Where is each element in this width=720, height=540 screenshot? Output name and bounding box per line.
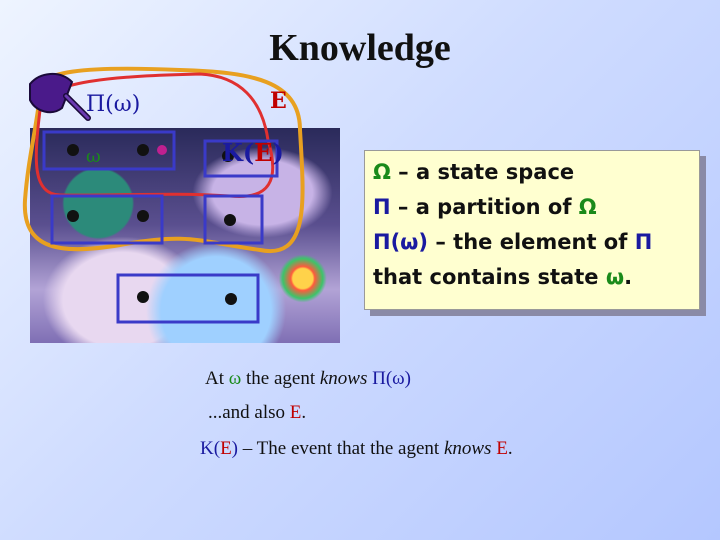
state-dot bbox=[224, 214, 236, 226]
def-omega-text: – a state space bbox=[390, 160, 575, 184]
s3-e2: E bbox=[496, 438, 508, 459]
omega-state-label: ω bbox=[86, 146, 101, 167]
state-dot bbox=[67, 144, 79, 156]
ke-k: K bbox=[222, 138, 243, 167]
s2-text: ...and also bbox=[208, 402, 290, 423]
def-omega: Ω – a state space bbox=[373, 155, 699, 190]
state-dot bbox=[137, 210, 149, 222]
pointing-hand-icon bbox=[29, 73, 91, 121]
partition-cell-2 bbox=[203, 139, 279, 178]
s3-text: – The event that the agent bbox=[238, 438, 444, 459]
state-dot-highlight bbox=[157, 145, 167, 155]
def-pi-text: – a partition of bbox=[390, 195, 579, 219]
state-dot bbox=[225, 293, 237, 305]
background-picture bbox=[30, 128, 340, 343]
pi-omega-label: Π(ω) bbox=[86, 92, 141, 117]
s3-k: K( bbox=[200, 438, 221, 459]
statement-1: At ω the agent knows Π(ω) bbox=[0, 368, 720, 390]
slide-title: Knowledge bbox=[269, 27, 451, 69]
s1-omega: ω bbox=[228, 368, 242, 389]
definitions-box: Ω – a state space Π – a partition of Ω Π… bbox=[364, 150, 700, 310]
s1-mid: the agent bbox=[241, 368, 320, 389]
state-dot bbox=[222, 150, 234, 162]
pi-symbol: Π bbox=[373, 195, 391, 219]
partition-cell-5 bbox=[116, 273, 260, 324]
s3-knows: knows bbox=[443, 438, 492, 459]
ke-open: ( bbox=[242, 138, 255, 167]
element-pi-symbol: Π bbox=[634, 230, 653, 254]
s2-e: E bbox=[289, 402, 302, 423]
def-contains-dot: . bbox=[624, 265, 633, 289]
state-dot bbox=[137, 291, 149, 303]
partition-cell-1 bbox=[42, 130, 176, 171]
ke-close: ) bbox=[272, 138, 284, 167]
def-element-text: – the element of bbox=[428, 230, 635, 254]
s2-dot: . bbox=[301, 402, 307, 423]
s3-close: ) bbox=[231, 438, 238, 459]
s3-dot: . bbox=[507, 438, 513, 459]
s1-knows: knows bbox=[319, 368, 368, 389]
knowledge-outline bbox=[34, 72, 275, 198]
state-dot bbox=[137, 144, 149, 156]
pi-omega-symbol: Ω bbox=[578, 195, 597, 219]
ke-e: E bbox=[254, 138, 273, 167]
def-pi: Π – a partition of Ω bbox=[373, 190, 699, 225]
s1-at: At bbox=[205, 368, 229, 389]
contains-omega-symbol: ω bbox=[605, 265, 625, 289]
knowledge-ke-label: K(E) bbox=[222, 138, 284, 167]
s3-e: E bbox=[220, 438, 232, 459]
def-contains: that contains state ω. bbox=[373, 260, 699, 295]
def-contains-text: that contains state bbox=[373, 265, 606, 289]
statement-3: K(E) – The event that the agent knows E. bbox=[0, 438, 720, 460]
event-e-label: E bbox=[270, 88, 287, 114]
partition-cell-3 bbox=[50, 194, 164, 245]
omega-symbol: Ω bbox=[373, 160, 391, 184]
state-dot bbox=[67, 210, 79, 222]
def-element: Π(ω) – the element of Π bbox=[373, 225, 699, 260]
s1-pi: Π(ω) bbox=[372, 368, 412, 389]
element-symbol: Π(ω) bbox=[373, 230, 429, 254]
partition-cell-4 bbox=[203, 194, 264, 245]
event-e-outline bbox=[22, 66, 305, 254]
statement-2: ...and also E. bbox=[0, 402, 720, 424]
